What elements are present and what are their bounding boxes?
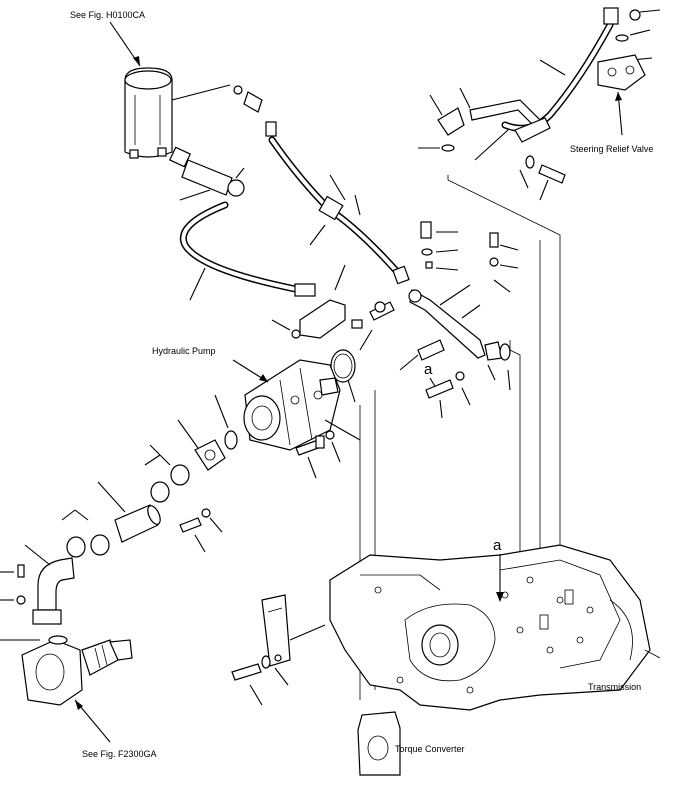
see-fig-f2300ga-label: See Fig. F2300GA — [82, 749, 157, 759]
tank-figure-reference: See Fig. H0100CA — [70, 10, 145, 67]
torque-converter: Torque Converter — [357, 711, 465, 776]
reference-a-lower: a — [493, 537, 502, 554]
transmission-callout: Transmission a — [493, 537, 641, 692]
flange-bolts — [179, 508, 223, 553]
top-right-fittings — [615, 9, 661, 61]
inlet-o-ring — [214, 394, 238, 450]
pump-outlet-block — [271, 264, 395, 351]
steering-relief-valve: Steering Relief Valve — [570, 54, 653, 154]
steering-pump-callout: See Fig. F2300GA — [74, 699, 157, 759]
hydraulic-pump — [243, 359, 361, 451]
steering-pump — [0, 635, 133, 706]
pump-mount-bolts — [295, 430, 341, 479]
mid-right-tube — [408, 284, 511, 391]
mid-bolts — [420, 221, 519, 293]
valve-bolts — [519, 155, 566, 201]
mount-bracket-plate — [261, 594, 326, 667]
valve-tube-assembly — [418, 87, 551, 161]
inlet-rubber-hose — [97, 481, 161, 543]
bracket-bolts — [231, 654, 289, 706]
clip-bracket-a: a — [399, 339, 471, 419]
return-hose-upper — [233, 85, 410, 285]
transmission — [329, 544, 661, 711]
tank-outlet-fitting — [168, 146, 245, 201]
pump-o-ring — [330, 349, 356, 403]
hose-clamps-lower — [61, 509, 110, 558]
suction-elbow-pipe — [24, 544, 75, 625]
inlet-flange — [177, 419, 226, 471]
suction-hose — [180, 201, 316, 301]
steering-relief-valve-label: Steering Relief Valve — [570, 144, 653, 154]
see-fig-h0100ca-label: See Fig. H0100CA — [70, 10, 145, 20]
reference-a-upper: a — [424, 361, 433, 378]
hose-clamps-upper — [144, 444, 190, 503]
hydraulic-tank — [124, 67, 231, 159]
hydraulic-pump-callout: Hydraulic Pump — [152, 346, 269, 383]
torque-converter-label: Torque Converter — [395, 744, 465, 754]
transmission-label: Transmission — [588, 682, 641, 692]
hydraulic-pump-label: Hydraulic Pump — [152, 346, 216, 356]
elbow-bolts — [0, 564, 26, 605]
